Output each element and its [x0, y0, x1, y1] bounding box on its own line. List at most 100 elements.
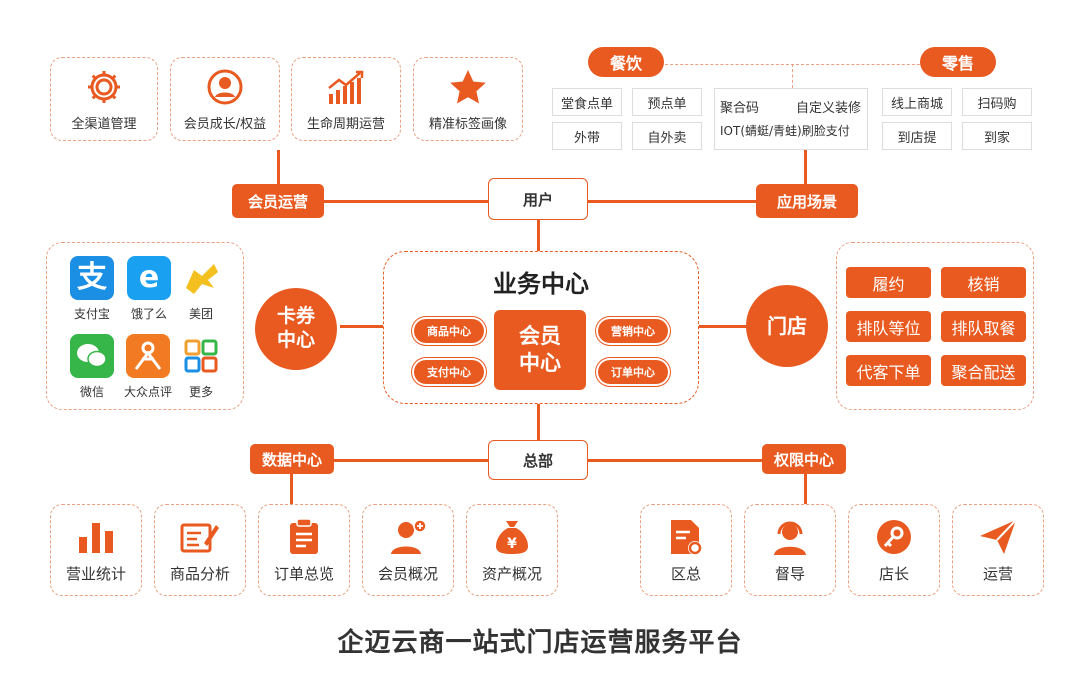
hq-box[interactable]: 总部 — [488, 440, 588, 480]
bottom-card-asset-overview[interactable]: ¥ 资产概况 — [466, 504, 558, 596]
app-meituan[interactable]: 美团 — [179, 256, 223, 322]
data-center-label[interactable]: 数据中心 — [250, 444, 334, 474]
product-center-pill[interactable]: 商品中心 — [414, 319, 484, 343]
store-button[interactable]: 履约 — [846, 267, 931, 298]
scene-item[interactable]: 扫码购 — [962, 88, 1032, 116]
scene-item[interactable]: 到家 — [962, 122, 1032, 150]
bottom-card-operations[interactable]: 运营 — [952, 504, 1044, 596]
bottom-card-member-overview[interactable]: 会员概况 — [362, 504, 454, 596]
bottom-card-label: 运营 — [982, 564, 1013, 583]
permission-center-label[interactable]: 权限中心 — [762, 444, 846, 474]
user-circle-icon — [205, 67, 245, 107]
connector-line — [804, 460, 807, 508]
app-wechat[interactable]: 微信 — [70, 334, 114, 400]
scene-item[interactable]: 线上商城 — [882, 88, 952, 116]
member-center-box[interactable]: 会员 中心 — [494, 310, 586, 390]
edit-document-icon — [180, 517, 220, 557]
bottom-card-regional-manager[interactable]: 区总 — [640, 504, 732, 596]
bottom-card-label: 商品分析 — [169, 564, 230, 583]
meituan-icon — [179, 256, 223, 300]
gear-icon — [84, 67, 124, 107]
connector-line — [537, 400, 540, 442]
eleme-icon: e — [127, 256, 171, 300]
scene-item[interactable]: IOT(蜻蜓/青蛙)刷脸支付 — [720, 124, 850, 138]
app-alipay[interactable]: 支 支付宝 — [70, 256, 114, 322]
store-button[interactable]: 聚合配送 — [941, 355, 1026, 386]
feature-card-label: 会员成长/权益 — [183, 116, 267, 132]
app-eleme[interactable]: e 饿了么 — [127, 256, 171, 322]
money-bag-icon: ¥ — [492, 517, 532, 557]
feature-card-label: 生命周期运营 — [306, 116, 385, 132]
scene-item[interactable]: 自定义装修 — [796, 101, 862, 116]
clipboard-icon — [284, 517, 324, 557]
bottom-card-label: 订单总览 — [273, 564, 334, 583]
scene-item[interactable]: 预点单 — [632, 88, 702, 116]
key-icon — [874, 517, 914, 557]
scene-middle-box — [714, 88, 868, 150]
app-label: 美团 — [188, 307, 213, 321]
bottom-card-order-overview[interactable]: 订单总览 — [258, 504, 350, 596]
scene-item[interactable]: 到店提 — [882, 122, 952, 150]
store-circle[interactable]: 门店 — [746, 285, 828, 367]
card-center-circle[interactable]: 卡券 中心 — [255, 288, 337, 370]
wechat-icon — [70, 334, 114, 378]
bottom-card-supervisor[interactable]: 督导 — [744, 504, 836, 596]
app-label: 更多 — [188, 385, 213, 399]
scene-item[interactable]: 外带 — [552, 122, 622, 150]
marketing-center-pill[interactable]: 营销中心 — [598, 319, 668, 343]
bottom-card-product-analysis[interactable]: 商品分析 — [154, 504, 246, 596]
business-center-title: 业务中心 — [493, 270, 589, 298]
dianping-icon — [126, 334, 170, 378]
scene-item[interactable]: 自外卖 — [632, 122, 702, 150]
feature-card-label: 全渠道管理 — [71, 116, 137, 132]
more-grid-icon — [179, 334, 223, 378]
headset-user-icon — [770, 517, 810, 557]
app-label: 大众点评 — [124, 385, 173, 399]
scene-catering-label: 餐饮 — [588, 47, 664, 77]
connector-line — [698, 325, 748, 328]
member-add-icon — [388, 517, 428, 557]
store-button[interactable]: 排队等位 — [846, 311, 931, 342]
scene-dashed-line — [792, 64, 793, 88]
user-box[interactable]: 用户 — [488, 178, 588, 220]
scene-dashed-line — [655, 64, 940, 65]
connector-line — [340, 325, 385, 328]
app-more[interactable]: 更多 — [179, 334, 223, 400]
connector-line — [290, 460, 293, 508]
payment-center-pill[interactable]: 支付中心 — [414, 360, 484, 384]
connector-line — [277, 150, 280, 200]
scene-item[interactable]: 堂食点单 — [552, 88, 622, 116]
feature-card-member-growth[interactable]: 会员成长/权益 — [170, 57, 280, 141]
feature-card-omnichannel[interactable]: 全渠道管理 — [50, 57, 158, 141]
scene-retail-label: 零售 — [920, 47, 996, 77]
app-label: 支付宝 — [73, 307, 110, 321]
bottom-card-label: 区总 — [670, 564, 701, 583]
bottom-card-label: 营业统计 — [65, 564, 126, 583]
svg-text:¥: ¥ — [507, 536, 517, 552]
growth-chart-icon — [326, 67, 366, 107]
store-button[interactable]: 排队取餐 — [941, 311, 1026, 342]
store-button[interactable]: 代客下单 — [846, 355, 931, 386]
bottom-card-label: 资产概况 — [481, 564, 542, 583]
app-dianping[interactable]: 大众点评 — [124, 334, 172, 400]
bottom-card-business-stats[interactable]: 营业统计 — [50, 504, 142, 596]
bottom-card-label: 店长 — [878, 564, 909, 583]
connector-line — [804, 150, 807, 200]
app-label: 微信 — [79, 385, 104, 399]
store-button[interactable]: 核销 — [941, 267, 1026, 298]
feature-card-tag-profile[interactable]: 精准标签画像 — [413, 57, 523, 141]
bottom-card-label: 会员概况 — [377, 564, 438, 583]
star-icon — [448, 67, 488, 107]
member-ops-label[interactable]: 会员运营 — [232, 184, 324, 218]
footer-title: 企迈云商一站式门店运营服务平台 — [337, 628, 743, 658]
alipay-icon: 支 — [70, 256, 114, 300]
feature-card-lifecycle[interactable]: 生命周期运营 — [291, 57, 401, 141]
app-label: 饿了么 — [130, 307, 167, 321]
paper-plane-icon — [978, 517, 1018, 557]
order-center-pill[interactable]: 订单中心 — [598, 360, 668, 384]
feature-card-label: 精准标签画像 — [428, 116, 507, 132]
bottom-card-store-manager[interactable]: 店长 — [848, 504, 940, 596]
bottom-card-label: 督导 — [774, 564, 805, 583]
scene-item[interactable]: 聚合码 — [720, 101, 760, 116]
app-scene-label[interactable]: 应用场景 — [756, 184, 858, 218]
